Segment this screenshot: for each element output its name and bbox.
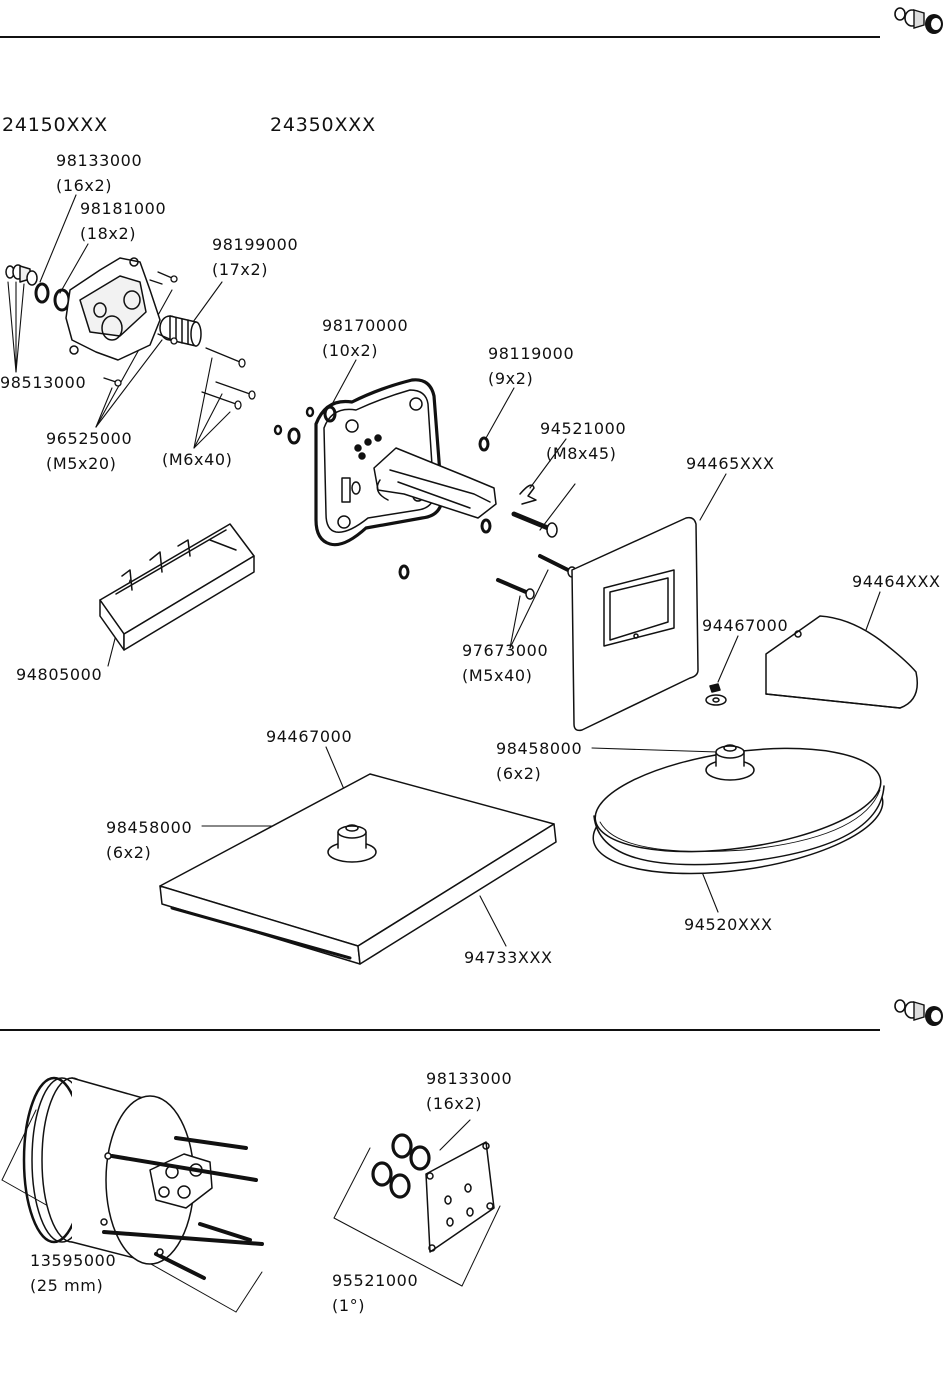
part-number: 13595000 bbox=[30, 1251, 117, 1270]
model-number-left: 24150XXX bbox=[2, 114, 108, 136]
fittings-icon bbox=[894, 999, 943, 1026]
part-number: 98133000 bbox=[56, 151, 143, 170]
part-number: 98133000 bbox=[426, 1069, 513, 1088]
part-label-94467000-round: 94467000 bbox=[702, 613, 788, 638]
part-spec: (6x2) bbox=[496, 764, 542, 783]
part-label-94520XXX: 94520XXX bbox=[684, 912, 773, 937]
part-spec: (6x2) bbox=[106, 843, 152, 862]
part-label-m6x40: (M6x40) bbox=[162, 447, 233, 472]
part-label-94521000: 94521000 (M8x45) bbox=[540, 416, 626, 466]
square-overhead-shower bbox=[159, 773, 557, 965]
part-number: 98513000 bbox=[0, 373, 87, 392]
part-label-98181000: 98181000 (18x2) bbox=[80, 196, 166, 246]
part-spec: (16x2) bbox=[56, 176, 113, 195]
fittings-icon bbox=[894, 7, 943, 34]
part-spec: (M8x45) bbox=[546, 444, 617, 463]
model-number-right: 24350XXX bbox=[270, 114, 376, 136]
rough-in-cover bbox=[99, 523, 255, 651]
part-spec: (25 mm) bbox=[30, 1276, 104, 1295]
part-label-98199000: 98199000 (17x2) bbox=[212, 232, 298, 282]
part-number: 97673000 bbox=[462, 641, 549, 660]
part-spec: (9x2) bbox=[488, 369, 534, 388]
part-number: 98119000 bbox=[488, 344, 575, 363]
part-number: 94805000 bbox=[16, 665, 103, 684]
part-number: 94467000 bbox=[702, 616, 789, 635]
part-spec: (16x2) bbox=[426, 1094, 483, 1113]
shower-arm-wallplate bbox=[273, 378, 577, 600]
top-section-divider bbox=[0, 36, 880, 38]
part-number: 98458000 bbox=[496, 739, 583, 758]
part-label-98170000: 98170000 (10x2) bbox=[322, 313, 408, 363]
part-number: 94520XXX bbox=[684, 915, 773, 934]
part-number: 98199000 bbox=[212, 235, 299, 254]
part-spec: (M6x40) bbox=[162, 450, 233, 469]
part-label-98119000: 98119000 (9x2) bbox=[488, 341, 574, 391]
part-number: 94733XXX bbox=[464, 948, 553, 967]
bottom-section-divider bbox=[0, 1029, 880, 1031]
square-escutcheon bbox=[571, 516, 699, 732]
part-spec: (10x2) bbox=[322, 341, 379, 360]
part-number: 98458000 bbox=[106, 818, 193, 837]
part-label-96525000: 96525000 (M5x20) bbox=[46, 426, 132, 476]
part-number: 98170000 bbox=[322, 316, 409, 335]
part-number: 95521000 bbox=[332, 1271, 419, 1290]
part-spec: (17x2) bbox=[212, 260, 269, 279]
part-label-94467000-square: 94467000 bbox=[266, 724, 352, 749]
part-number: 98181000 bbox=[80, 199, 167, 218]
part-number: 96525000 bbox=[46, 429, 133, 448]
valve-body-assembly bbox=[5, 257, 256, 410]
leader-lines bbox=[7, 194, 881, 1151]
part-label-95521000: 95521000 (1°) bbox=[332, 1268, 418, 1318]
part-spec: (18x2) bbox=[80, 224, 137, 243]
part-number: 94521000 bbox=[540, 419, 627, 438]
angle-adapter bbox=[333, 1133, 501, 1287]
part-label-98133000-adapter: 98133000 (16x2) bbox=[426, 1066, 512, 1116]
extension-set bbox=[1, 1076, 264, 1313]
part-label-98458000-round: 98458000 (6x2) bbox=[496, 736, 582, 786]
part-number: 94465XXX bbox=[686, 454, 775, 473]
part-label-94464XXX: 94464XXX bbox=[852, 569, 941, 594]
part-spec: (M5x40) bbox=[462, 666, 533, 685]
part-label-98513000: 98513000 bbox=[0, 370, 86, 395]
part-label-98133000: 98133000 (16x2) bbox=[56, 148, 142, 198]
round-overhead-shower bbox=[592, 744, 885, 875]
part-label-13595000: 13595000 (25 mm) bbox=[30, 1248, 116, 1298]
part-spec: (1°) bbox=[332, 1296, 366, 1315]
part-label-94733XXX: 94733XXX bbox=[464, 945, 553, 970]
part-number: 94464XXX bbox=[852, 572, 941, 591]
part-label-94465XXX: 94465XXX bbox=[686, 451, 775, 476]
part-number: 94467000 bbox=[266, 727, 353, 746]
part-label-98458000-square: 98458000 (6x2) bbox=[106, 815, 192, 865]
arm-cover bbox=[765, 615, 918, 709]
round-head-mount-parts bbox=[705, 683, 727, 706]
part-label-94805000: 94805000 bbox=[16, 662, 102, 687]
part-spec: (M5x20) bbox=[46, 454, 117, 473]
part-label-97673000: 97673000 (M5x40) bbox=[462, 638, 548, 688]
